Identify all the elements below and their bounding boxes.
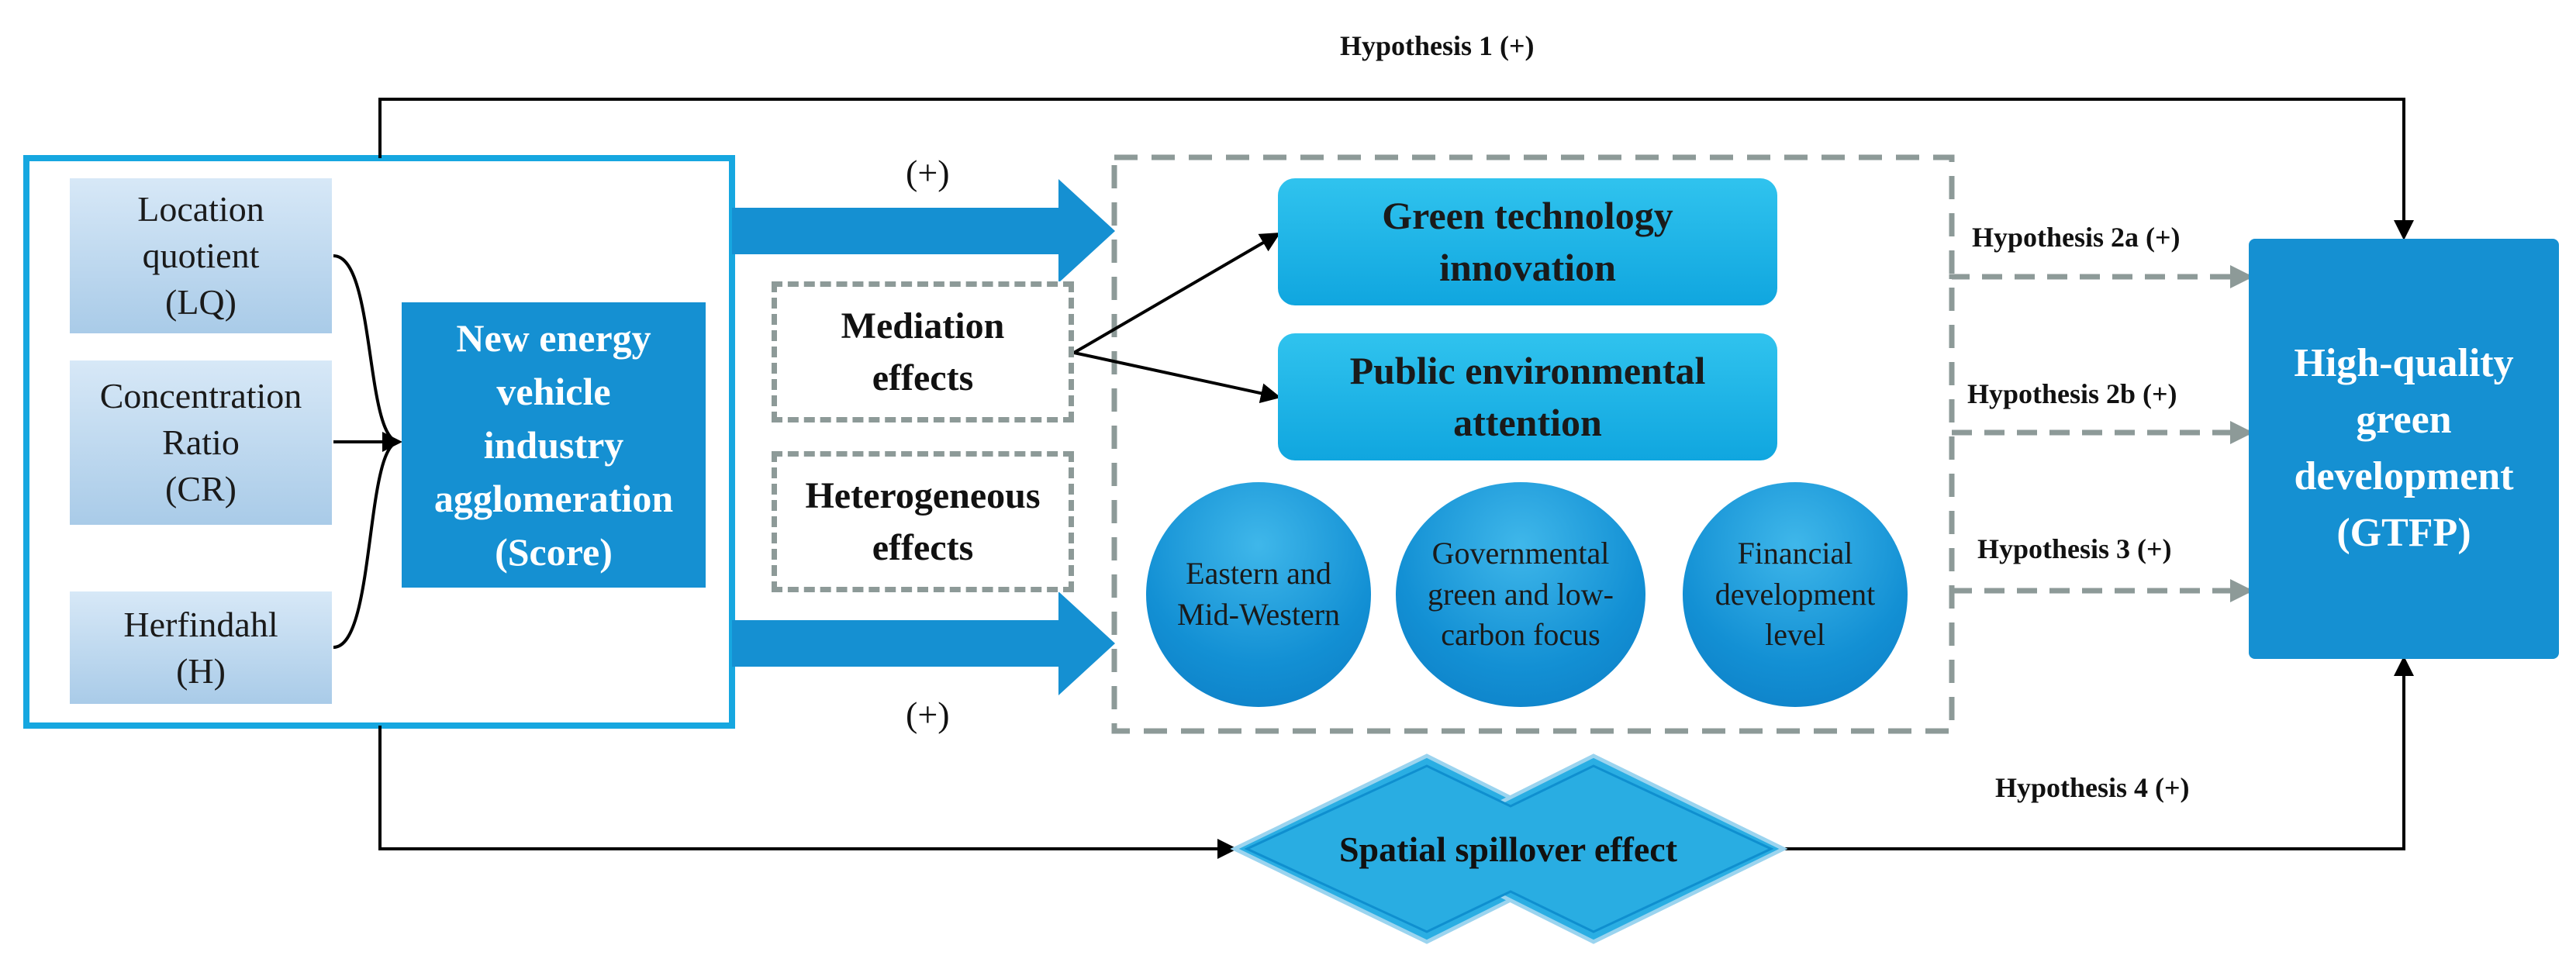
mediation-effects-box: Mediation effects [772, 281, 1074, 422]
mediator-green-technology-innovation: Green technology innovation [1278, 178, 1777, 305]
hypothesis-3-label: Hypothesis 3 (+) [1977, 533, 2172, 564]
outcome-line-1: High-quality [2294, 341, 2514, 386]
measure-h-line-2: (H) [176, 650, 226, 691]
outcome-line-2: green [2356, 398, 2452, 443]
core-line-4: agglomeration [433, 476, 674, 520]
big-arrow-top [732, 179, 1115, 283]
positive-sign-top: (+) [906, 153, 950, 192]
measure-herfindahl: Herfindahl (H) [70, 591, 332, 704]
pea-line-2: attention [1453, 401, 1602, 444]
outcome-high-quality-green-development: High-quality green development (GTFP) [2249, 239, 2559, 659]
factor-gov-line-1: Governmental [1431, 535, 1610, 571]
factor-gov-line-3: carbon focus [1441, 617, 1601, 653]
gti-line-2: innovation [1439, 246, 1616, 289]
h4-path-right [1784, 656, 2414, 850]
outcome-line-4: (GTFP) [2336, 510, 2471, 555]
measure-cr-line-3: (CR) [165, 468, 237, 509]
core-line-3: industry [483, 422, 624, 467]
spatial-spillover-label: Spatial spillover effect [1338, 829, 1678, 869]
factor-fin-line-2: development [1714, 576, 1876, 612]
factor-region-line-2: Mid-Western [1176, 597, 1341, 632]
h4-path-left [378, 726, 1238, 859]
core-line-2: vehicle [496, 369, 611, 413]
heterogeneous-effects-box: Heterogeneous effects [772, 451, 1074, 592]
mechanism-dashed-frame [1111, 154, 1955, 734]
h1-path [378, 98, 2414, 240]
outcome-line-3: development [2294, 454, 2514, 498]
hypothesis-4-label: Hypothesis 4 (+) [1995, 772, 2190, 803]
factor-fin-line-1: Financial [1737, 535, 1853, 571]
measure-lq-line-1: Location [137, 189, 264, 229]
h2a-path [1949, 265, 2253, 288]
heterogeneous-line-2: effects [872, 527, 974, 568]
brace-lq [333, 254, 400, 443]
gti-line-1: Green technology [1382, 193, 1673, 237]
mediation-line-1: Mediation [841, 305, 1005, 347]
fork-to-pea [1073, 351, 1281, 404]
pea-line-1: Public environmental [1349, 348, 1706, 392]
mediation-line-2: effects [872, 357, 974, 398]
spillover-diamond-inner [1244, 764, 1774, 933]
factor-fin-line-3: level [1765, 617, 1825, 653]
big-arrow-bottom [732, 591, 1115, 695]
brace-h [333, 432, 402, 649]
measure-cr-line-2: Ratio [162, 422, 240, 463]
hypothesis-2b-label: Hypothesis 2b (+) [1967, 378, 2177, 409]
factor-financial-development: Financial development level [1683, 482, 1908, 707]
factor-gov-line-2: green and low- [1428, 576, 1614, 612]
factor-governmental-green-focus: Governmental green and low-carbon focus [1396, 482, 1645, 707]
hypothesis-2a-label: Hypothesis 2a (+) [1972, 222, 2181, 253]
measure-h-line-1: Herfindahl [123, 604, 278, 644]
core-line-5: (Score) [495, 529, 613, 574]
fork-to-gti [1072, 232, 1281, 354]
measure-lq-line-2: quotient [142, 236, 260, 276]
mediator-public-environmental-attention: Public environmental attention [1278, 333, 1777, 460]
positive-sign-bottom: (+) [906, 695, 950, 734]
measure-lq-line-3: (LQ) [165, 281, 237, 322]
core-nev-agglomeration: New energy vehicle industry agglomeratio… [402, 302, 706, 588]
measure-location-quotient: Location quotient (LQ) [70, 178, 332, 333]
factor-region-line-1: Eastern and [1186, 556, 1331, 591]
measure-cr-line-1: Concentration [99, 376, 302, 416]
hypothesis-1-label: Hypothesis 1 (+) [1340, 30, 1535, 61]
core-line-1: New energy [456, 316, 651, 360]
heterogeneous-line-1: Heterogeneous [805, 474, 1041, 516]
